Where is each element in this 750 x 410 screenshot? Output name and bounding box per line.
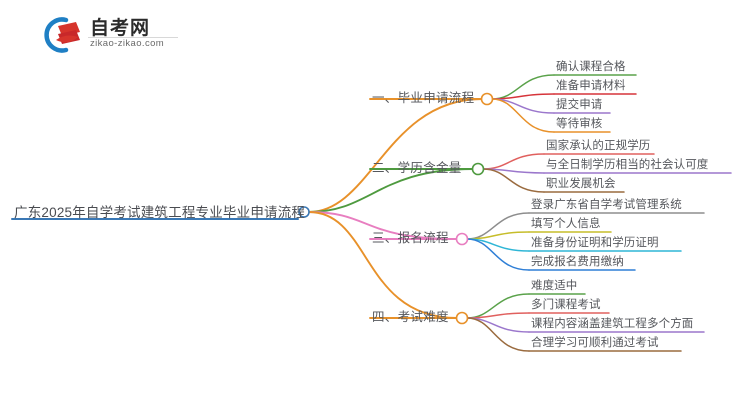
- leaf-edge-4-2: [466, 312, 530, 319]
- leaf-edge-2-1: [482, 153, 545, 170]
- root-label[interactable]: 广东2025年自学考试建筑工程专业毕业申请流程: [14, 205, 306, 220]
- branch-label-2[interactable]: 二、学历含金量: [372, 161, 462, 175]
- branch-label-4[interactable]: 四、考试难度: [372, 310, 449, 324]
- leaf-label-1-1[interactable]: 确认课程合格: [556, 61, 626, 73]
- leaf-edge-2-3: [482, 168, 545, 193]
- branch-node-dot-1[interactable]: [480, 92, 494, 106]
- leaf-edge-3-4: [466, 238, 530, 271]
- branch-label-3[interactable]: 三、报名流程: [372, 231, 449, 245]
- leaf-label-4-3[interactable]: 课程内容涵盖建筑工程多个方面: [531, 318, 694, 330]
- site-logo: 自考网 zikao-zikao.com: [28, 12, 178, 58]
- leaf-edge-3-2: [466, 231, 530, 240]
- leaf-edge-1-2: [491, 93, 555, 100]
- blue-arc-icon: [44, 17, 69, 53]
- logo-mark: [44, 17, 80, 53]
- leaf-label-1-4[interactable]: 等待审核: [556, 118, 603, 130]
- leaf-label-3-1[interactable]: 登录广东省自学考试管理系统: [531, 199, 682, 211]
- leaf-label-3-4[interactable]: 完成报名费用缴纳: [531, 256, 624, 268]
- leaf-label-1-2[interactable]: 准备申请材料: [556, 80, 626, 92]
- leaf-label-4-4[interactable]: 合理学习可顺利通过考试: [531, 337, 659, 349]
- branch-edge-4: [308, 211, 458, 319]
- leaf-label-4-1[interactable]: 难度适中: [531, 280, 578, 292]
- branch-edge-3: [308, 211, 458, 240]
- graduation-cap-icon: [56, 22, 80, 44]
- leaf-edge-4-4: [466, 317, 530, 352]
- leaf-label-2-3[interactable]: 职业发展机会: [546, 178, 616, 190]
- leaf-edge-1-4: [491, 98, 555, 133]
- branch-label-1[interactable]: 一、毕业申请流程: [372, 91, 475, 105]
- branch-node-dot-2[interactable]: [471, 162, 485, 176]
- leaf-label-1-3[interactable]: 提交申请: [556, 99, 603, 111]
- branch-node-dot-3[interactable]: [455, 232, 469, 246]
- branch-edge-1: [308, 98, 483, 213]
- logo-title: 自考网: [90, 18, 151, 39]
- branch-edge-2: [308, 168, 474, 213]
- logo-url: zikao-zikao.com: [90, 38, 165, 49]
- branch-node-dot-4[interactable]: [455, 311, 469, 325]
- leaf-label-3-3[interactable]: 准备身份证明和学历证明: [531, 237, 659, 249]
- leaf-label-3-2[interactable]: 填写个人信息: [531, 218, 601, 230]
- mindmap-nodes: [298, 92, 494, 325]
- mindmap-edges: [11, 74, 555, 352]
- logo-divider: [88, 37, 178, 38]
- root-node-dot[interactable]: [298, 206, 310, 218]
- leaf-label-2-2[interactable]: 与全日制学历相当的社会认可度: [546, 159, 709, 171]
- leaf-label-2-1[interactable]: 国家承认的正规学历: [546, 140, 651, 152]
- mindmap-leaf-underlines: [528, 74, 732, 352]
- leaf-label-4-2[interactable]: 多门课程考试: [531, 299, 601, 311]
